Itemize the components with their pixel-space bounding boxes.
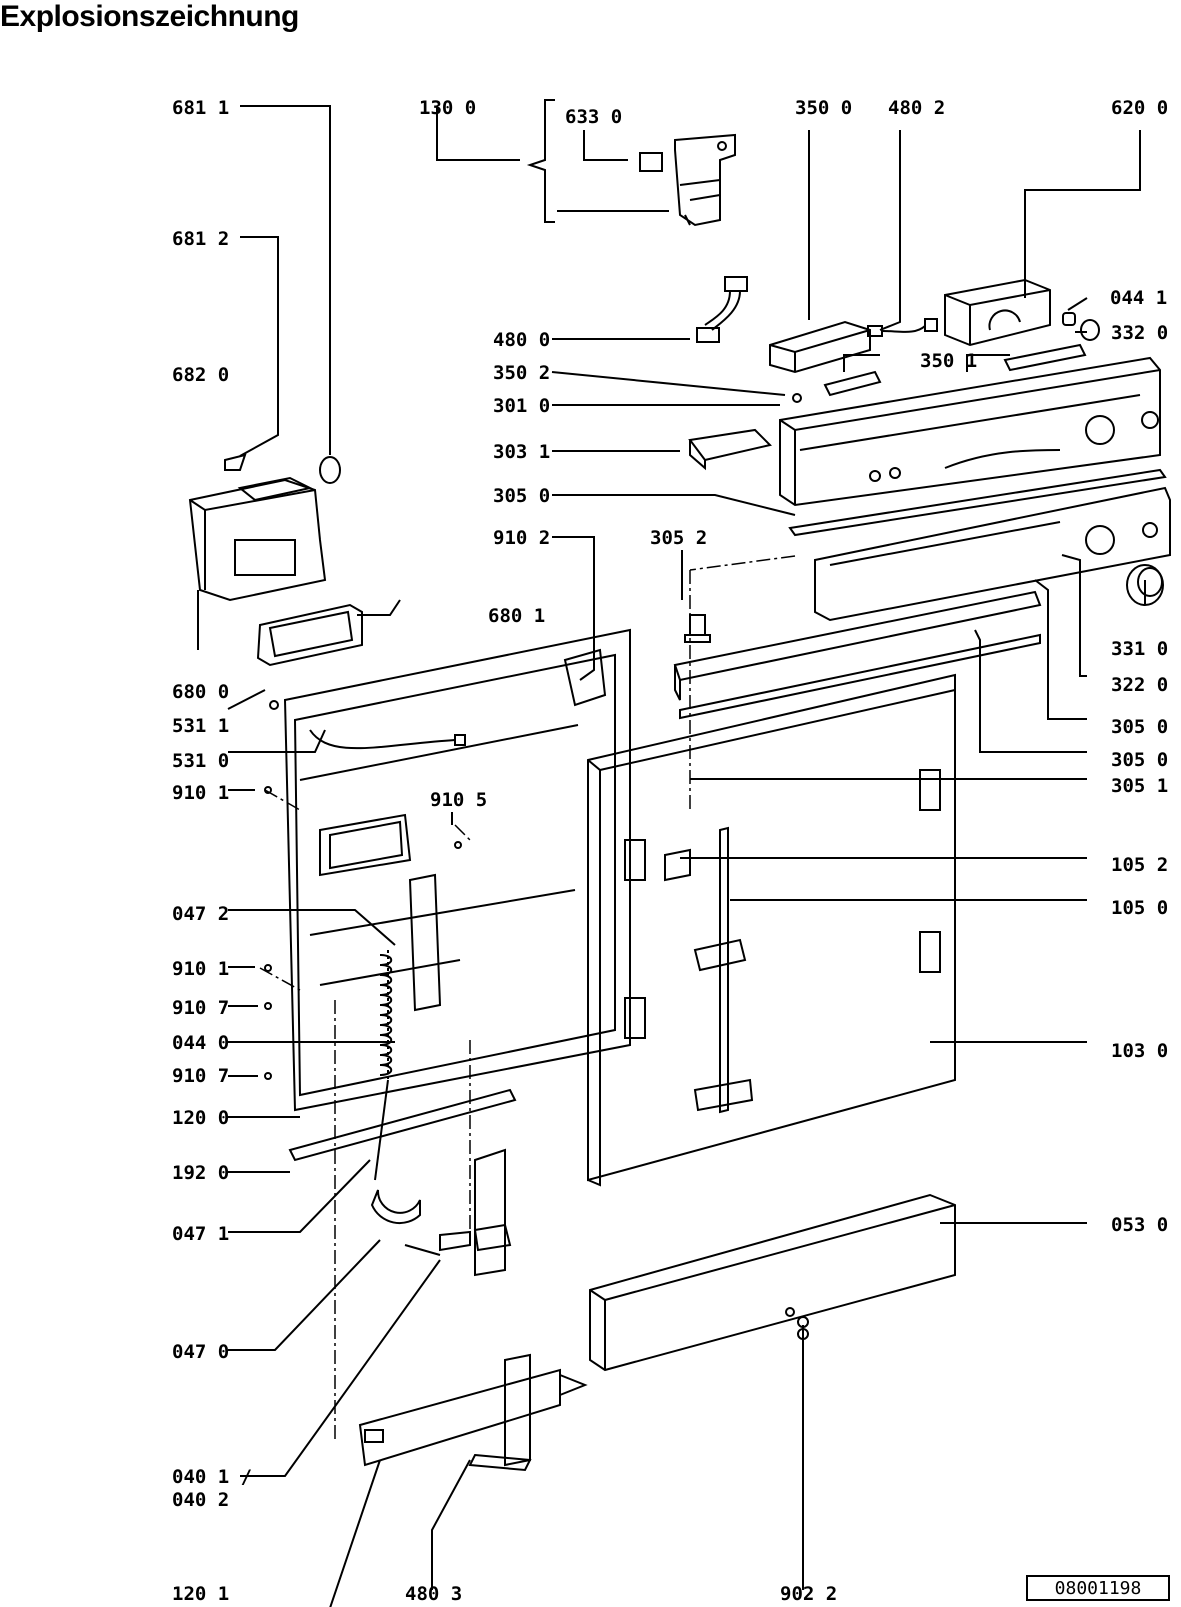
round-cap-part: [319, 456, 341, 484]
latch-part: [224, 453, 247, 471]
trim-strip-part: [788, 468, 1167, 537]
dispenser-part: [188, 476, 327, 602]
knob-part: [1126, 564, 1164, 606]
part-label: 910 7: [172, 997, 229, 1019]
part-label: 305 0: [1111, 716, 1168, 738]
part-label: 681 1: [172, 97, 229, 119]
part-label: 047 0: [172, 1341, 229, 1363]
part-label: 531 0: [172, 750, 229, 772]
part-label: 620 0: [1111, 97, 1168, 119]
part-label: 130 0: [419, 97, 476, 119]
part-label: 910 7: [172, 1065, 229, 1087]
clip-part: [684, 614, 711, 643]
part-label: 350 2: [493, 362, 550, 384]
toe-panel-part: [358, 1353, 588, 1472]
door-lock-part: [639, 133, 736, 227]
part-label: 053 0: [1111, 1214, 1168, 1236]
part-label: 105 2: [1111, 854, 1168, 876]
part-label: 047 1: [172, 1223, 229, 1245]
part-label: 305 2: [650, 527, 707, 549]
part-label: 103 0: [1111, 1040, 1168, 1062]
part-label: 331 0: [1111, 638, 1168, 660]
gasket-part: [256, 603, 363, 667]
part-label: 120 1: [172, 1583, 229, 1605]
part-label: 305 0: [1111, 749, 1168, 771]
part-label: 040 2: [172, 1489, 229, 1511]
part-label: 680 1: [488, 605, 545, 627]
part-label: 047 2: [172, 903, 229, 925]
part-label: 350 1: [920, 350, 977, 372]
control-board-part: [769, 320, 871, 374]
outer-door-part: [587, 673, 956, 1187]
part-label: 681 2: [172, 228, 229, 250]
timer-module-part: [944, 278, 1051, 347]
bracket-part: [473, 1148, 512, 1277]
lower-bar-part: [288, 1088, 517, 1162]
part-label: 480 3: [405, 1583, 462, 1605]
screw-part: [792, 393, 802, 403]
button-strip-part: [823, 343, 1087, 397]
part-label: 910 1: [172, 958, 229, 980]
part-label: 680 0: [172, 681, 229, 703]
part-label: 044 0: [172, 1032, 229, 1054]
part-label: 044 1: [1110, 287, 1167, 309]
part-label: 305 1: [1111, 775, 1168, 797]
drawing-reference-number: 08001198: [1026, 1575, 1170, 1601]
part-label: 305 0: [493, 485, 550, 507]
part-label: 910 5: [430, 789, 487, 811]
part-label: 303 1: [493, 441, 550, 463]
part-label: 902 2: [780, 1583, 837, 1605]
small-screws: [264, 700, 466, 1080]
part-label: 120 0: [172, 1107, 229, 1129]
part-label: 322 0: [1111, 674, 1168, 696]
wire-part: [867, 318, 938, 337]
part-label: 332 0: [1111, 322, 1168, 344]
part-label: 480 2: [888, 97, 945, 119]
part-label: 301 0: [493, 395, 550, 417]
rail-part: [673, 590, 1042, 720]
control-panel-part: [779, 356, 1161, 507]
fastener-part: [797, 1316, 809, 1340]
part-label: 682 0: [172, 364, 229, 386]
part-label: 105 0: [1111, 897, 1168, 919]
leader-lines: [197, 99, 1146, 1607]
part-label: 192 0: [172, 1162, 229, 1184]
fascia-panel-part: [814, 486, 1171, 622]
part-label: 633 0: [565, 106, 622, 128]
small-knob-parts: [1062, 312, 1100, 341]
part-label: 531 1: [172, 715, 229, 737]
part-label: 910 2: [493, 527, 550, 549]
page-title: Explosionszeichnung: [0, 0, 299, 33]
part-label: 910 1: [172, 782, 229, 804]
inner-door-part: [283, 628, 631, 1112]
kick-plate-part: [589, 1193, 956, 1372]
handle-part: [688, 428, 772, 471]
spring-part: [374, 950, 393, 1181]
part-label: 480 0: [493, 329, 550, 351]
cable-harness-part: [696, 276, 748, 343]
part-label: 350 0: [795, 97, 852, 119]
part-label: 040 1 /: [172, 1466, 252, 1488]
hinge-part: [370, 1189, 471, 1256]
part-labels: 681 1 130 0 633 0 350 0 480 2 620 0 681 …: [172, 97, 1168, 1605]
